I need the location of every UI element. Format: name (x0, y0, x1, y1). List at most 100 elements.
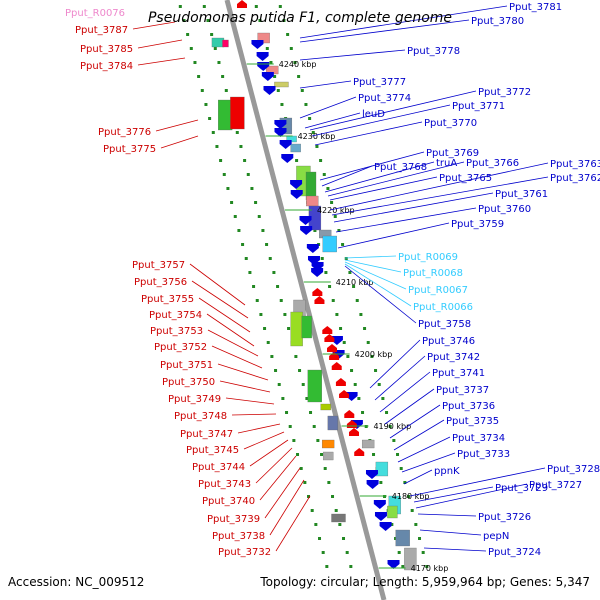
track-dots-outer-left (178, 5, 329, 568)
left-gene-label: Pput_3739 (207, 467, 301, 525)
right-gene-label: Pput_3729 (413, 483, 548, 503)
svg-text:Pput_3747: Pput_3747 (180, 429, 233, 440)
gene-block (321, 439, 335, 449)
right-gene-label: leuD (304, 109, 385, 129)
svg-text:Pput_3728: Pput_3728 (547, 464, 600, 475)
svg-text:4220 kbp: 4220 kbp (317, 206, 355, 215)
svg-text:Pput_3748: Pput_3748 (174, 411, 227, 422)
forward-gene-arrow (311, 268, 324, 277)
svg-text:Pput_3761: Pput_3761 (495, 189, 548, 200)
svg-text:Pput_3752: Pput_3752 (154, 342, 207, 353)
right-gene-label: Pput_3766 (327, 158, 519, 197)
forward-gene-arrow (274, 120, 287, 129)
reverse-gene-arrow (344, 410, 355, 418)
svg-text:4240 kbp: 4240 kbp (279, 60, 317, 69)
gene-block (323, 451, 334, 461)
gene-block (274, 81, 289, 88)
gene-block (290, 311, 303, 347)
svg-text:Pput_3787: Pput_3787 (75, 25, 128, 36)
right-gene-label: Pput_3780 (299, 16, 524, 43)
svg-text:Pput_3736: Pput_3736 (442, 401, 495, 412)
right-gene-label: Pput_3774 (299, 93, 411, 119)
left-gene-label: Pput_3755 (141, 294, 251, 333)
right-gene-label: Pput_3777 (299, 77, 406, 89)
left-gene-label: Pput_3785 (80, 39, 183, 55)
right-gene-label: Pput_3741 (379, 368, 485, 413)
left-gene-label: Pput_3740 (202, 455, 297, 507)
svg-text:Pput_3745: Pput_3745 (186, 445, 239, 456)
right-gene-label: Pput_R0069 (344, 252, 458, 263)
svg-text:Pput_3735: Pput_3735 (446, 416, 499, 427)
kbp-tick-label: 4180 kbp (359, 492, 429, 501)
right-gene-label: Pput_3761 (333, 189, 548, 223)
svg-text:Pput_3770: Pput_3770 (424, 118, 477, 129)
right-gene-label: Pput_3760 (335, 204, 531, 233)
forward-gene-arrow (300, 226, 313, 235)
forward-gene-arrow (256, 52, 269, 61)
svg-text:Pput_3776: Pput_3776 (98, 127, 151, 138)
gene-block (404, 547, 417, 571)
right-gene-label: Pput_3728 (409, 464, 600, 497)
right-gene-label: Pput_3733 (401, 449, 510, 473)
svg-text:Pput_3763: Pput_3763 (550, 159, 600, 170)
reverse-gene-arrow (327, 344, 338, 352)
left-gene-label: Pput_3757 (132, 260, 246, 306)
svg-text:Pput_3729: Pput_3729 (495, 483, 548, 494)
gene-block (361, 439, 375, 449)
svg-text:Pput_3724: Pput_3724 (488, 547, 541, 558)
genome-title: Pseudomonas putida F1, complete genome (147, 10, 453, 26)
right-gene-label: Pput_3736 (389, 401, 495, 439)
forward-gene-arrow (311, 262, 324, 271)
svg-text:Pput_3781: Pput_3781 (509, 2, 562, 13)
gene-block (331, 513, 346, 523)
right-gene-label: Pput_3758 (344, 265, 471, 330)
forward-gene-arrow (306, 244, 319, 253)
forward-gene-arrow (261, 72, 274, 81)
svg-text:Pput_R0076: Pput_R0076 (65, 8, 125, 19)
gene-block (306, 195, 319, 207)
left-gene-label: Pput_3775 (103, 135, 199, 155)
forward-gene-arrow (263, 86, 276, 95)
svg-text:Pput_3732: Pput_3732 (218, 547, 271, 558)
svg-text:leuD: leuD (362, 109, 385, 120)
gene-block (307, 369, 322, 403)
kbp-tick-label: 4240 kbp (246, 60, 317, 69)
svg-text:Pput_3734: Pput_3734 (452, 433, 505, 444)
right-gene-label: Pput_3778 (299, 46, 460, 61)
svg-text:Pput_3738: Pput_3738 (212, 531, 265, 542)
left-gene-label: Pput_3753 (150, 326, 259, 357)
svg-text:Pput_3769: Pput_3769 (426, 148, 479, 159)
svg-text:Pput_3772: Pput_3772 (478, 87, 531, 98)
svg-text:Pput_3737: Pput_3737 (436, 385, 489, 396)
reverse-gene-arrow (339, 390, 350, 398)
reverse-gene-arrow (237, 0, 247, 8)
reverse-gene-arrow (314, 296, 325, 304)
right-gene-label: Pput_3771 (311, 101, 505, 137)
svg-text:Pput_3746: Pput_3746 (422, 336, 475, 347)
left-gene-label: Pput_3744 (192, 439, 289, 473)
reverse-gene-arrow (324, 334, 335, 342)
gene-block (387, 505, 398, 519)
svg-text:Pput_3744: Pput_3744 (192, 462, 245, 473)
gene-block (395, 529, 410, 547)
svg-text:Pput_3775: Pput_3775 (103, 144, 156, 155)
left-gene-label: Pput_3743 (198, 447, 293, 490)
left-gene-label: Pput_3748 (174, 411, 277, 422)
gene-block (320, 403, 331, 411)
forward-gene-arrow (281, 154, 294, 163)
left-gene-label: Pput_3784 (80, 57, 186, 72)
svg-text:Pput_3768: Pput_3768 (374, 162, 427, 173)
forward-gene-arrow (290, 180, 303, 189)
right-gene-label: truA (324, 158, 457, 193)
left-gene-label: Pput_3750 (162, 377, 271, 393)
kbp-tick-label: 4230 kbp (265, 132, 335, 141)
svg-text:Pput_R0066: Pput_R0066 (413, 302, 473, 313)
forward-gene-arrow (365, 470, 378, 479)
gene-block (222, 39, 229, 48)
svg-text:Pput_3757: Pput_3757 (132, 260, 185, 271)
svg-text:Pput_3753: Pput_3753 (150, 326, 203, 337)
left-gene-label: Pput_3738 (212, 479, 305, 542)
right-gene-label: Pput_3765 (329, 173, 492, 201)
forward-gene-arrow (299, 216, 312, 225)
forward-gene-arrow (374, 512, 387, 521)
